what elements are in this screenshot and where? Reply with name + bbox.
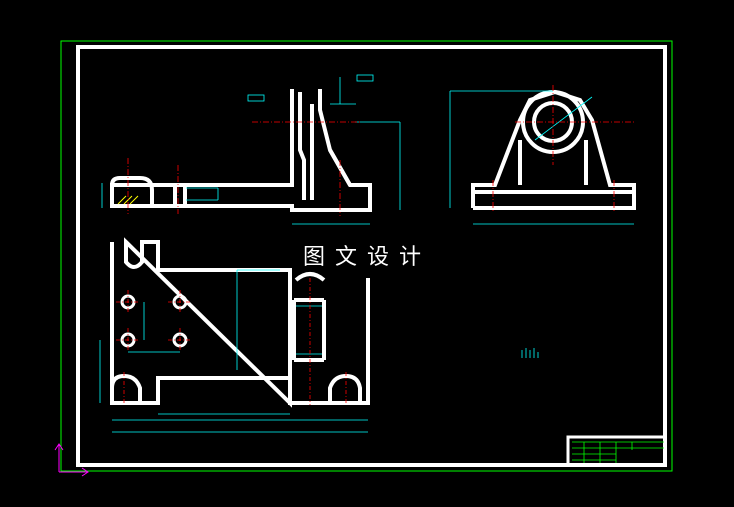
top-view [99, 237, 370, 433]
front-view [101, 74, 401, 225]
watermark-text: 图文设计 [303, 245, 432, 270]
annotation-mark [521, 348, 539, 358]
sheet-inner-border [76, 45, 667, 467]
ucs-icon [54, 443, 89, 477]
sheet-outer-border [60, 40, 673, 472]
side-view [449, 85, 636, 225]
title-block [566, 435, 667, 467]
